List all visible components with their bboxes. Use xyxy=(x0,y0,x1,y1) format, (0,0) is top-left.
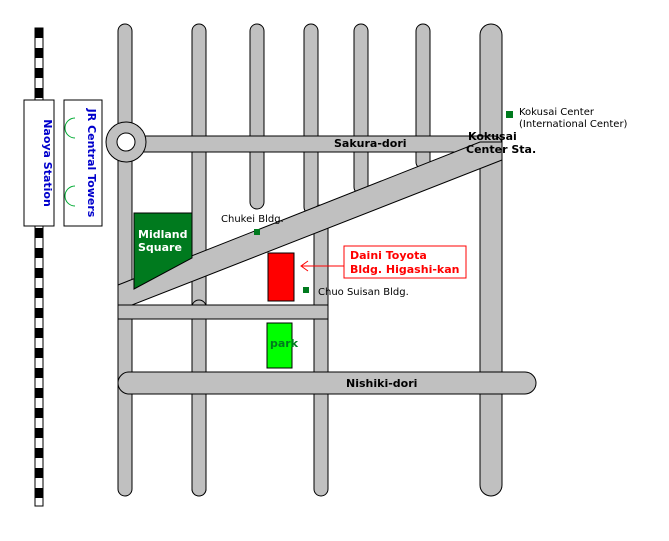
chuo-suisan-label: Chuo Suisan Bldg. xyxy=(318,287,409,298)
midland-square[interactable]: Midland Square xyxy=(133,212,193,290)
target-callout[interactable]: Daini Toyota Bldg. Higashi-kan xyxy=(300,245,467,279)
road-diagonal xyxy=(117,141,503,306)
kokusai-station-label-1: Kokusai xyxy=(468,130,517,143)
kokusai-center-marker xyxy=(506,111,513,118)
chuo-suisan-marker xyxy=(303,287,309,293)
road-nishiki-dori xyxy=(117,371,537,395)
road-vertical-kokusai xyxy=(479,23,503,497)
road-vertical-7 xyxy=(313,204,329,497)
park-label: park xyxy=(270,337,299,350)
chukei-building[interactable]: Chukei Bldg. xyxy=(221,214,284,235)
road-horizontal-mid xyxy=(117,304,329,320)
nagoya-station-box[interactable]: Naoya Station xyxy=(23,99,55,227)
chukei-label: Chukei Bldg. xyxy=(221,214,284,225)
kokusai-center[interactable]: Kokusai Center (International Center) xyxy=(506,107,628,130)
road-network xyxy=(105,23,537,497)
jr-central-towers-label: JR Central Towers xyxy=(85,108,98,218)
road-vertical-8 xyxy=(191,299,207,497)
road-vertical-1 xyxy=(117,23,133,497)
kokusai-center-label-1: Kokusai Center xyxy=(519,107,595,118)
road-vertical-4 xyxy=(303,23,319,215)
midland-square-label-2: Square xyxy=(138,241,182,254)
railway-track xyxy=(34,27,44,507)
kokusai-center-station[interactable]: Kokusai Center Sta. xyxy=(466,130,536,156)
target-callout-box xyxy=(343,245,467,279)
midland-square-label-1: Midland xyxy=(138,228,188,241)
chukei-marker xyxy=(254,229,260,235)
nishiki-dori-label: Nishiki-dori xyxy=(346,377,417,390)
sakura-dori-label: Sakura-dori xyxy=(334,137,407,150)
park[interactable]: park xyxy=(266,322,299,369)
daini-toyota-building[interactable] xyxy=(267,252,295,302)
jr-central-towers-box[interactable]: JR Central Towers xyxy=(63,99,103,227)
chuo-suisan-building[interactable]: Chuo Suisan Bldg. xyxy=(303,287,409,298)
road-vertical-5 xyxy=(353,23,369,195)
target-arrow-head xyxy=(300,260,309,272)
road-vertical-3 xyxy=(249,23,265,210)
road-sakura-dori xyxy=(109,135,503,153)
nagoya-station-label: Naoya Station xyxy=(41,119,54,207)
target-label-2: Bldg. Higashi-kan xyxy=(350,263,459,276)
kokusai-center-label-2: (International Center) xyxy=(519,119,628,130)
target-label-1: Daini Toyota xyxy=(350,249,427,262)
kokusai-station-label-2: Center Sta. xyxy=(466,143,536,156)
